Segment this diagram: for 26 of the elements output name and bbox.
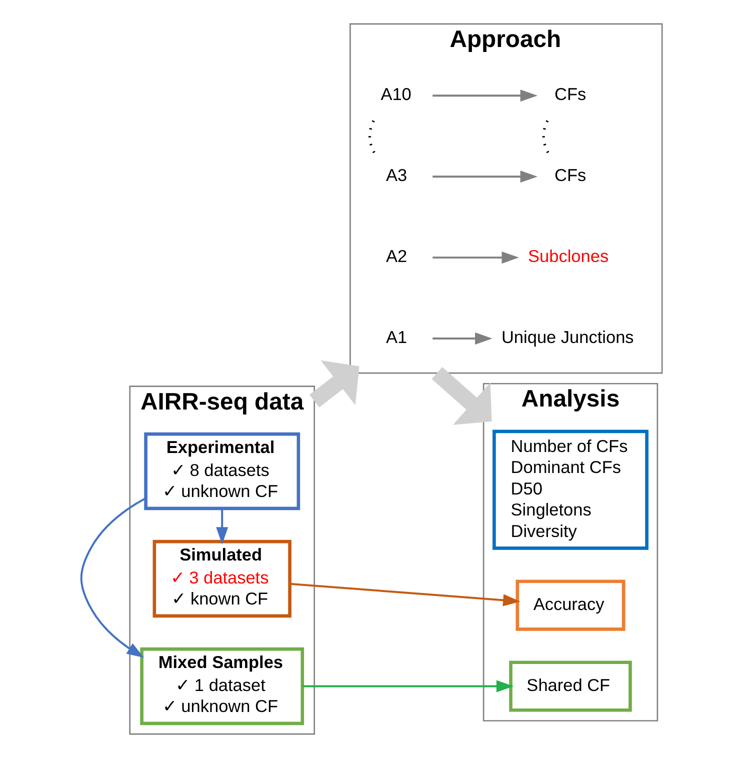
arrow bbox=[432, 332, 492, 345]
arrow bbox=[290, 582, 520, 606]
node-text: A1 bbox=[386, 327, 407, 348]
node-text: A3 bbox=[386, 165, 407, 186]
arrow bbox=[308, 360, 359, 408]
connector bbox=[542, 119, 549, 154]
arrow bbox=[432, 252, 519, 264]
arrow bbox=[216, 508, 228, 544]
node-text: A10 bbox=[380, 84, 411, 104]
node-box: Experimental ✓ 8 datasets ✓ unknown CF bbox=[144, 432, 300, 510]
node-text: Unique Junctions bbox=[500, 327, 634, 348]
node-box: Accuracy bbox=[515, 580, 625, 631]
connector bbox=[368, 119, 375, 154]
node-box: Shared CF bbox=[508, 660, 632, 712]
node-text: CFs bbox=[554, 84, 586, 104]
node-text: A2 bbox=[386, 246, 407, 266]
arrow bbox=[80, 497, 146, 658]
node-box: Simulated ✓ 3 datasets ✓ known CF bbox=[152, 540, 291, 618]
arrow bbox=[432, 90, 538, 102]
node-text: CFs bbox=[554, 165, 586, 186]
arrow bbox=[431, 367, 492, 425]
node-text: Subclones bbox=[528, 246, 608, 266]
node-box: Mixed Samples ✓ 1 dataset ✓ unknown CF bbox=[140, 647, 304, 726]
node-box: Number of CFs Dominant CFs D50 Singletons Diversity bbox=[492, 430, 648, 550]
arrow bbox=[302, 680, 514, 692]
arrow bbox=[432, 170, 538, 183]
